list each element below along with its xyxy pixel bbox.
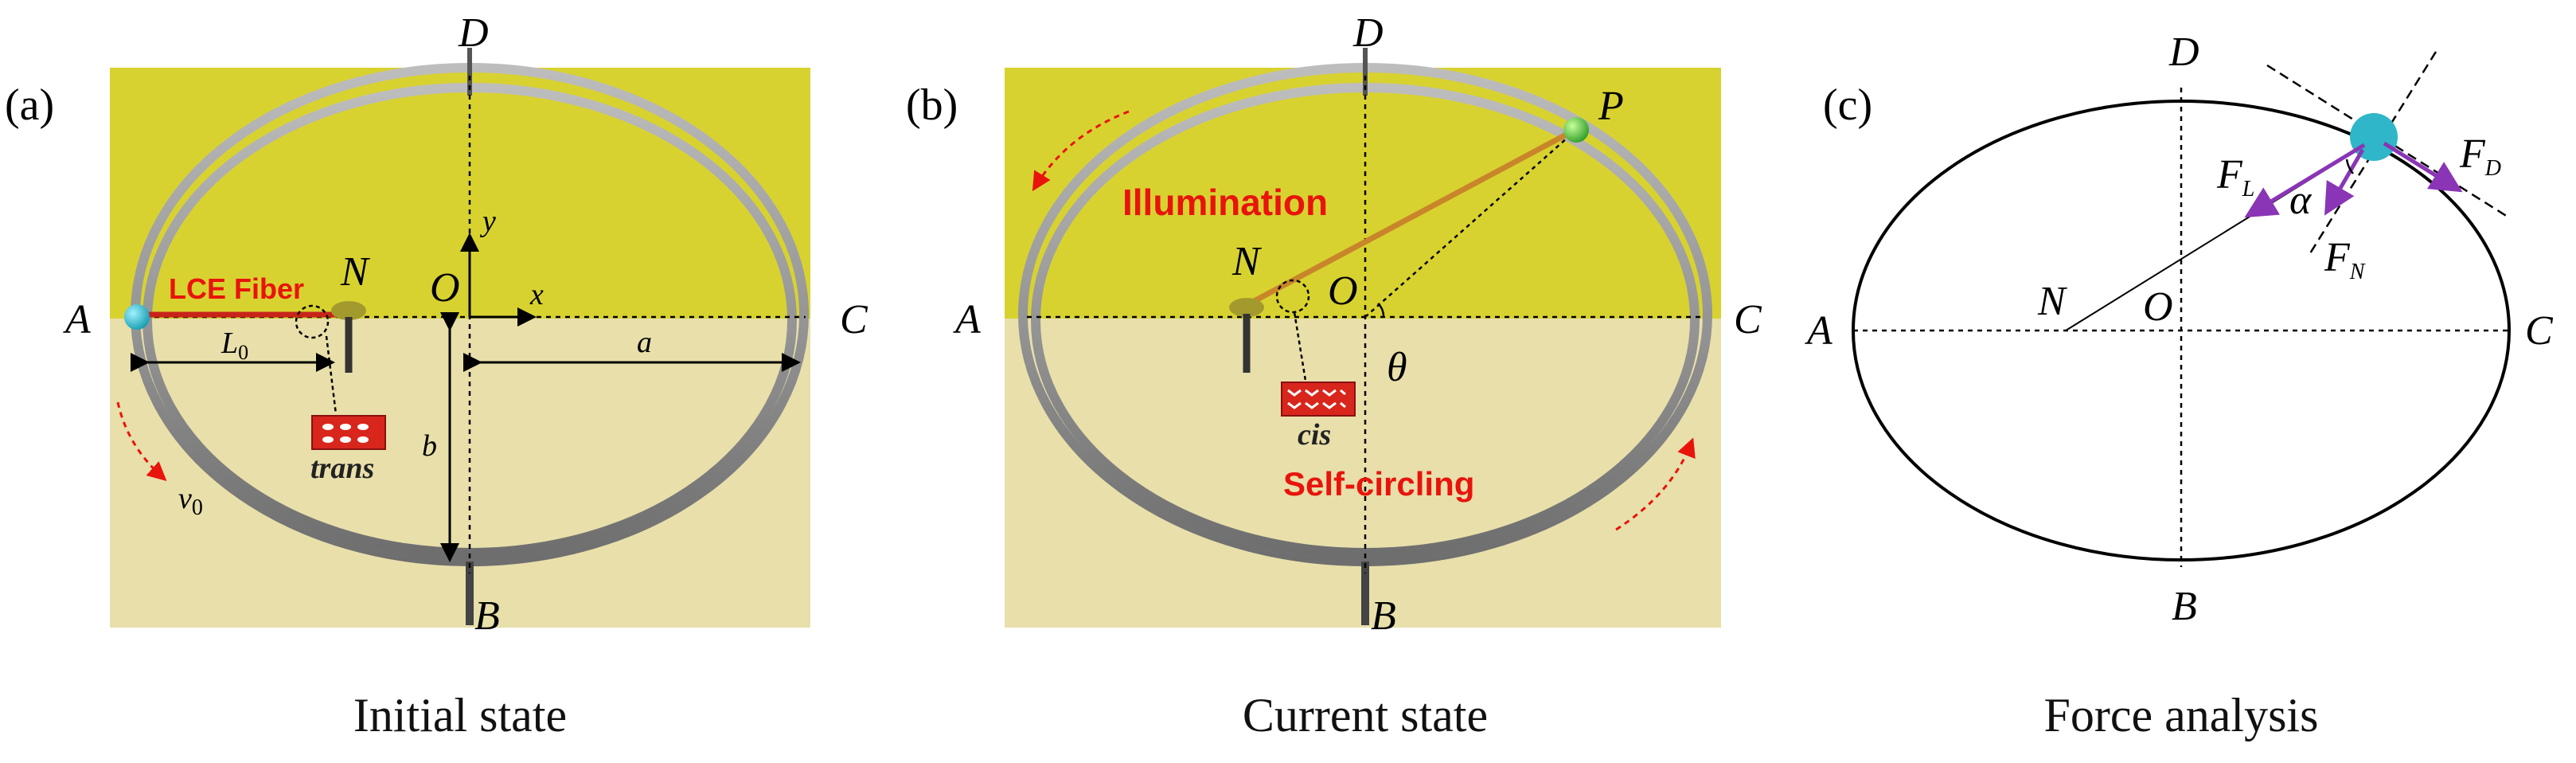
label-b-b: B [1371,593,1396,639]
label-fl: FL [2216,152,2254,202]
fiber-zoom-circle-b [1275,279,1310,314]
fiber-zoom-circle-a [295,304,330,339]
label-fl-sub: L [2242,177,2255,202]
label-fn-sub: N [2349,260,2366,284]
label-cis: cis [1298,418,1331,452]
force-fd-arrow [2383,141,2463,193]
label-lce-fiber: LCE Fiber [169,272,304,305]
panel-label-c: (c) [1823,80,1872,130]
upper-region-a [110,68,810,319]
label-fd-sub: D [2484,156,2501,181]
label-c-a: C [840,297,868,342]
label-n-a: N [340,249,371,295]
label-d-b: D [1352,10,1384,56]
fixed-point-n-a [331,301,366,320]
radius-line-op [1364,131,1575,318]
panel-b: (b) D A C B N O P θ Illumination Self-ci… [906,10,1762,741]
label-o-b: O [1328,268,1358,314]
angle-arc-alpha [2345,158,2355,174]
fixed-point-n-b [1229,298,1264,317]
panel-c: (c) D A C B N O α FL FN FD Force analysi… [1805,29,2554,741]
label-v0-sub: 0 [192,495,203,520]
label-l0: L0 [221,327,248,364]
velocity-arrow-a [116,401,167,481]
panel-label-a: (a) [5,80,54,130]
angle-arc-theta [1377,303,1385,318]
label-y-axis: y [479,205,496,238]
label-d-a: D [458,10,489,56]
label-fd: FD [2459,131,2501,181]
label-fn: FN [2324,235,2366,284]
label-semi-major: a [637,326,652,359]
caption-c: Force analysis [2044,689,2319,741]
zoom-leader-b [1293,311,1307,382]
label-n-b: N [1231,239,1263,284]
upper-region-b [1005,68,1721,319]
motion-arrow-top-b [1032,110,1130,192]
label-l0-sub: 0 [238,341,248,364]
caption-b: Current state [1243,689,1488,741]
force-fn-arrow [2324,148,2365,216]
label-o-c: O [2143,284,2173,330]
label-c-c: C [2525,308,2554,354]
label-trans: trans [310,452,374,485]
label-a-a: A [63,297,91,342]
label-v0: v0 [178,482,203,520]
label-p: P [1598,84,1624,129]
lce-fiber-b [1247,128,1574,307]
label-b-c: B [2172,584,2197,629]
ball-a [124,304,150,330]
label-a-b: A [953,297,981,342]
label-n-c: N [2037,279,2068,324]
label-fd-main: F [2459,131,2486,177]
zoom-leader-a [325,335,338,415]
label-a-c: A [1805,308,1832,354]
label-c-b: C [1734,297,1762,342]
cis-molecule-box [1281,382,1356,417]
label-fn-main: F [2324,235,2351,280]
panel-label-b: (b) [906,80,958,130]
label-illumination: Illumination [1122,182,1328,223]
label-v0-main: v [178,482,192,515]
label-b-a: B [474,593,500,639]
trans-molecule-box [311,415,386,450]
normal-line-c [2309,51,2437,254]
label-semi-minor: b [422,429,437,463]
label-d-c: D [2168,29,2199,75]
label-alpha: α [2289,178,2313,223]
force-fl-arrow [2244,143,2366,218]
ball-c [2350,113,2398,161]
label-self-circling: Self-circling [1283,465,1474,503]
label-x-axis: x [529,278,544,311]
panel-a: (a) D A C B N O x y LCE Fiber L0 a b tra… [5,10,868,741]
ball-p [1563,117,1589,143]
caption-a: Initial state [353,689,567,741]
label-o-a: O [430,265,460,311]
label-theta: θ [1387,345,1407,390]
motion-arrow-bottom-b [1615,437,1696,531]
label-fl-main: F [2216,152,2243,198]
label-l0-main: L [221,327,238,360]
